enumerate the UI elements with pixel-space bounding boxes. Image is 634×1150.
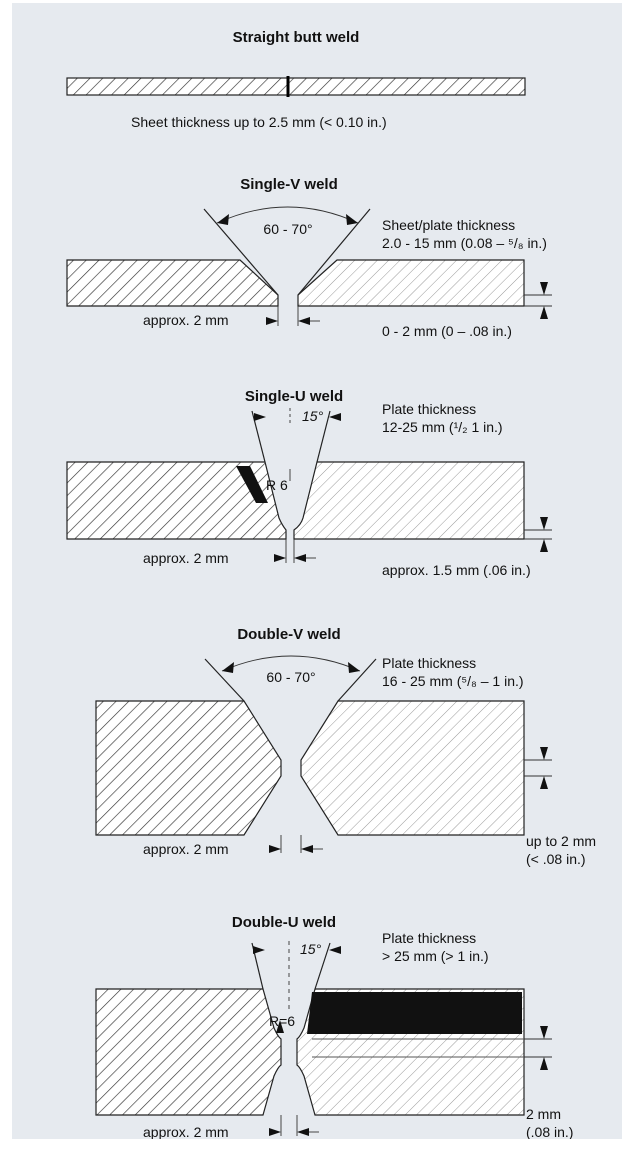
- double-v-root-label-in: (< .08 in.): [526, 851, 586, 867]
- double-v-angle-label: 60 - 70°: [266, 669, 315, 685]
- double-v-thickness-value: 16 - 25 mm (⁵/₈ – 1 in.): [382, 673, 524, 689]
- single-v-left-plate: [66, 259, 279, 307]
- single-u-gap-label: approx. 2 mm: [143, 550, 229, 566]
- single-u-angle-label: 15°: [302, 408, 324, 424]
- single-u-title: Single-U weld: [245, 388, 343, 405]
- single-u-thickness-value: 12-25 mm (¹/₂ 1 in.): [382, 419, 503, 435]
- double-v-gap-label: approx. 2 mm: [143, 841, 229, 857]
- diagram-panel: Straight butt weld Sheet thickness up to…: [12, 3, 622, 1139]
- straight-thickness-label: Sheet thickness up to 2.5 mm (< 0.10 in.…: [131, 114, 387, 130]
- double-u-left-plate: [95, 988, 282, 1116]
- single-v-angle-label: 60 - 70°: [263, 221, 312, 237]
- single-v-thickness-heading: Sheet/plate thickness: [382, 217, 515, 233]
- single-u-root-label: approx. 1.5 mm (.06 in.): [382, 562, 531, 578]
- straight-butt-weld-title: Straight butt weld: [233, 29, 360, 46]
- single-v-gap-label: approx. 2 mm: [143, 312, 229, 328]
- double-u-dark-block: [307, 992, 522, 1034]
- double-v-thickness-heading: Plate thickness: [382, 655, 476, 671]
- double-u-thickness-heading: Plate thickness: [382, 930, 476, 946]
- double-u-angle-label: 15°: [300, 941, 322, 957]
- single-u-left-plate: [66, 461, 287, 540]
- double-v-title: Double-V weld: [237, 626, 340, 643]
- double-u-root-label: 2 mm: [526, 1106, 561, 1122]
- double-v-angle-arc: [221, 655, 361, 672]
- double-v-weld: Double-V weld 60 - 70° Plate thickness 1…: [95, 626, 596, 867]
- single-v-right-plate: [297, 259, 525, 307]
- double-u-thickness-value: > 25 mm (> 1 in.): [382, 948, 489, 964]
- single-u-radius-label: R 6: [266, 477, 288, 493]
- straight-butt-weld: Straight butt weld Sheet thickness up to…: [66, 29, 526, 130]
- double-v-right-plate: [300, 700, 525, 836]
- single-v-root-label: 0 - 2 mm (0 – .08 in.): [382, 323, 512, 339]
- single-v-weld: Single-V weld 60 - 70° Sheet/plate thick…: [66, 176, 552, 339]
- double-u-root-label-in: (.08 in.): [526, 1124, 573, 1139]
- single-u-thickness-heading: Plate thickness: [382, 401, 476, 417]
- double-u-radius-label: R=6: [269, 1013, 295, 1029]
- double-v-root-label: up to 2 mm: [526, 833, 596, 849]
- double-u-title: Double-U weld: [232, 914, 336, 931]
- single-u-right-plate: [293, 461, 525, 540]
- single-u-dark-bar: [236, 466, 268, 503]
- double-u-gap-label: approx. 2 mm: [143, 1124, 229, 1139]
- double-v-left-plate: [95, 700, 282, 836]
- single-v-angle-arc: [216, 206, 359, 224]
- single-v-title: Single-V weld: [240, 176, 338, 193]
- single-u-weld: Single-U weld 15° R 6 Plate thickness 12…: [66, 388, 552, 578]
- single-v-thickness-value: 2.0 - 15 mm (0.08 – ⁵/₈ in.): [382, 235, 547, 251]
- straight-plate: [66, 77, 526, 96]
- weld-joint-diagram: Straight butt weld Sheet thickness up to…: [66, 29, 596, 1139]
- double-u-weld: Double-U weld 15° R=6 Plate thickness > …: [95, 914, 573, 1139]
